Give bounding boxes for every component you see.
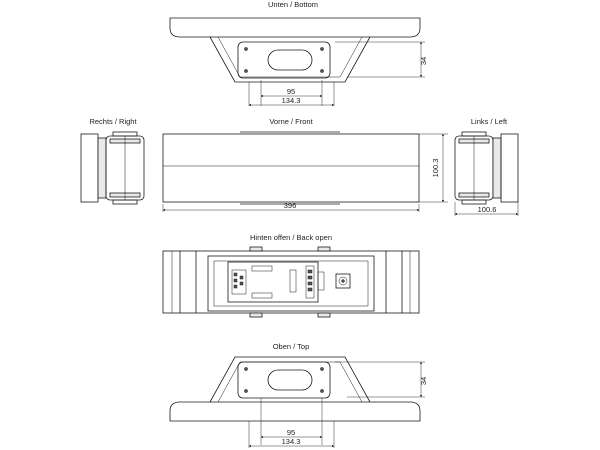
screw-hole — [320, 47, 324, 51]
back-view-body — [162, 250, 420, 314]
front-dim-100-text: 100.3 — [431, 159, 440, 178]
screw-hole — [244, 69, 248, 73]
top-dim-134-text: 134.3 — [282, 437, 301, 446]
top-dim-34-text: 34 — [419, 377, 428, 385]
top-view-body — [169, 401, 421, 422]
top-view: Oben / Top 95 134.3 34 — [169, 342, 428, 448]
screw-hole — [320, 69, 324, 73]
cable-gland — [335, 273, 351, 289]
terminal-block — [231, 269, 247, 295]
back-view-open-cavity — [207, 255, 375, 312]
bottom-view-cable-opening — [267, 49, 313, 71]
back-open-view: Hinten offen / Back open — [162, 233, 420, 318]
left-view-back-panel — [500, 133, 519, 203]
connector-strip — [305, 265, 315, 299]
right-view: Rechts / Right — [80, 117, 145, 205]
left-view-label: Links / Left — [471, 117, 508, 126]
left-dim-100-text: 100.6 — [478, 205, 497, 214]
bottom-view-plate — [237, 41, 331, 79]
bottom-view: Unten / Bottom 95 134.3 34 — [169, 0, 428, 107]
top-view-cable-opening — [267, 369, 313, 391]
bottom-dim-134-text: 134.3 — [282, 96, 301, 105]
bottom-dim-34-text: 34 — [419, 57, 428, 65]
screw-hole — [244, 47, 248, 51]
right-view-label: Rechts / Right — [89, 117, 137, 126]
front-view-label: Vorne / Front — [269, 117, 313, 126]
top-view-plate — [237, 361, 331, 399]
screw-hole — [320, 367, 324, 371]
front-view-body — [162, 133, 420, 203]
front-dim-396-text: 396 — [284, 201, 297, 210]
front-view: Vorne / Front 396 100.3 — [162, 117, 448, 212]
bottom-dim-95-text: 95 — [287, 87, 295, 96]
bottom-view-body — [169, 17, 421, 38]
screw-hole — [320, 389, 324, 393]
bottom-view-label: Unten / Bottom — [268, 0, 318, 9]
back-view-label: Hinten offen / Back open — [250, 233, 332, 242]
top-view-bracket — [209, 356, 371, 403]
screw-hole — [244, 389, 248, 393]
right-view-back-panel — [80, 133, 99, 203]
bottom-view-bracket — [209, 36, 371, 83]
top-view-label: Oben / Top — [273, 342, 310, 351]
top-dim-95-text: 95 — [287, 428, 295, 437]
screw-hole — [244, 367, 248, 371]
left-view: Links / Left 100.6 — [454, 117, 519, 216]
